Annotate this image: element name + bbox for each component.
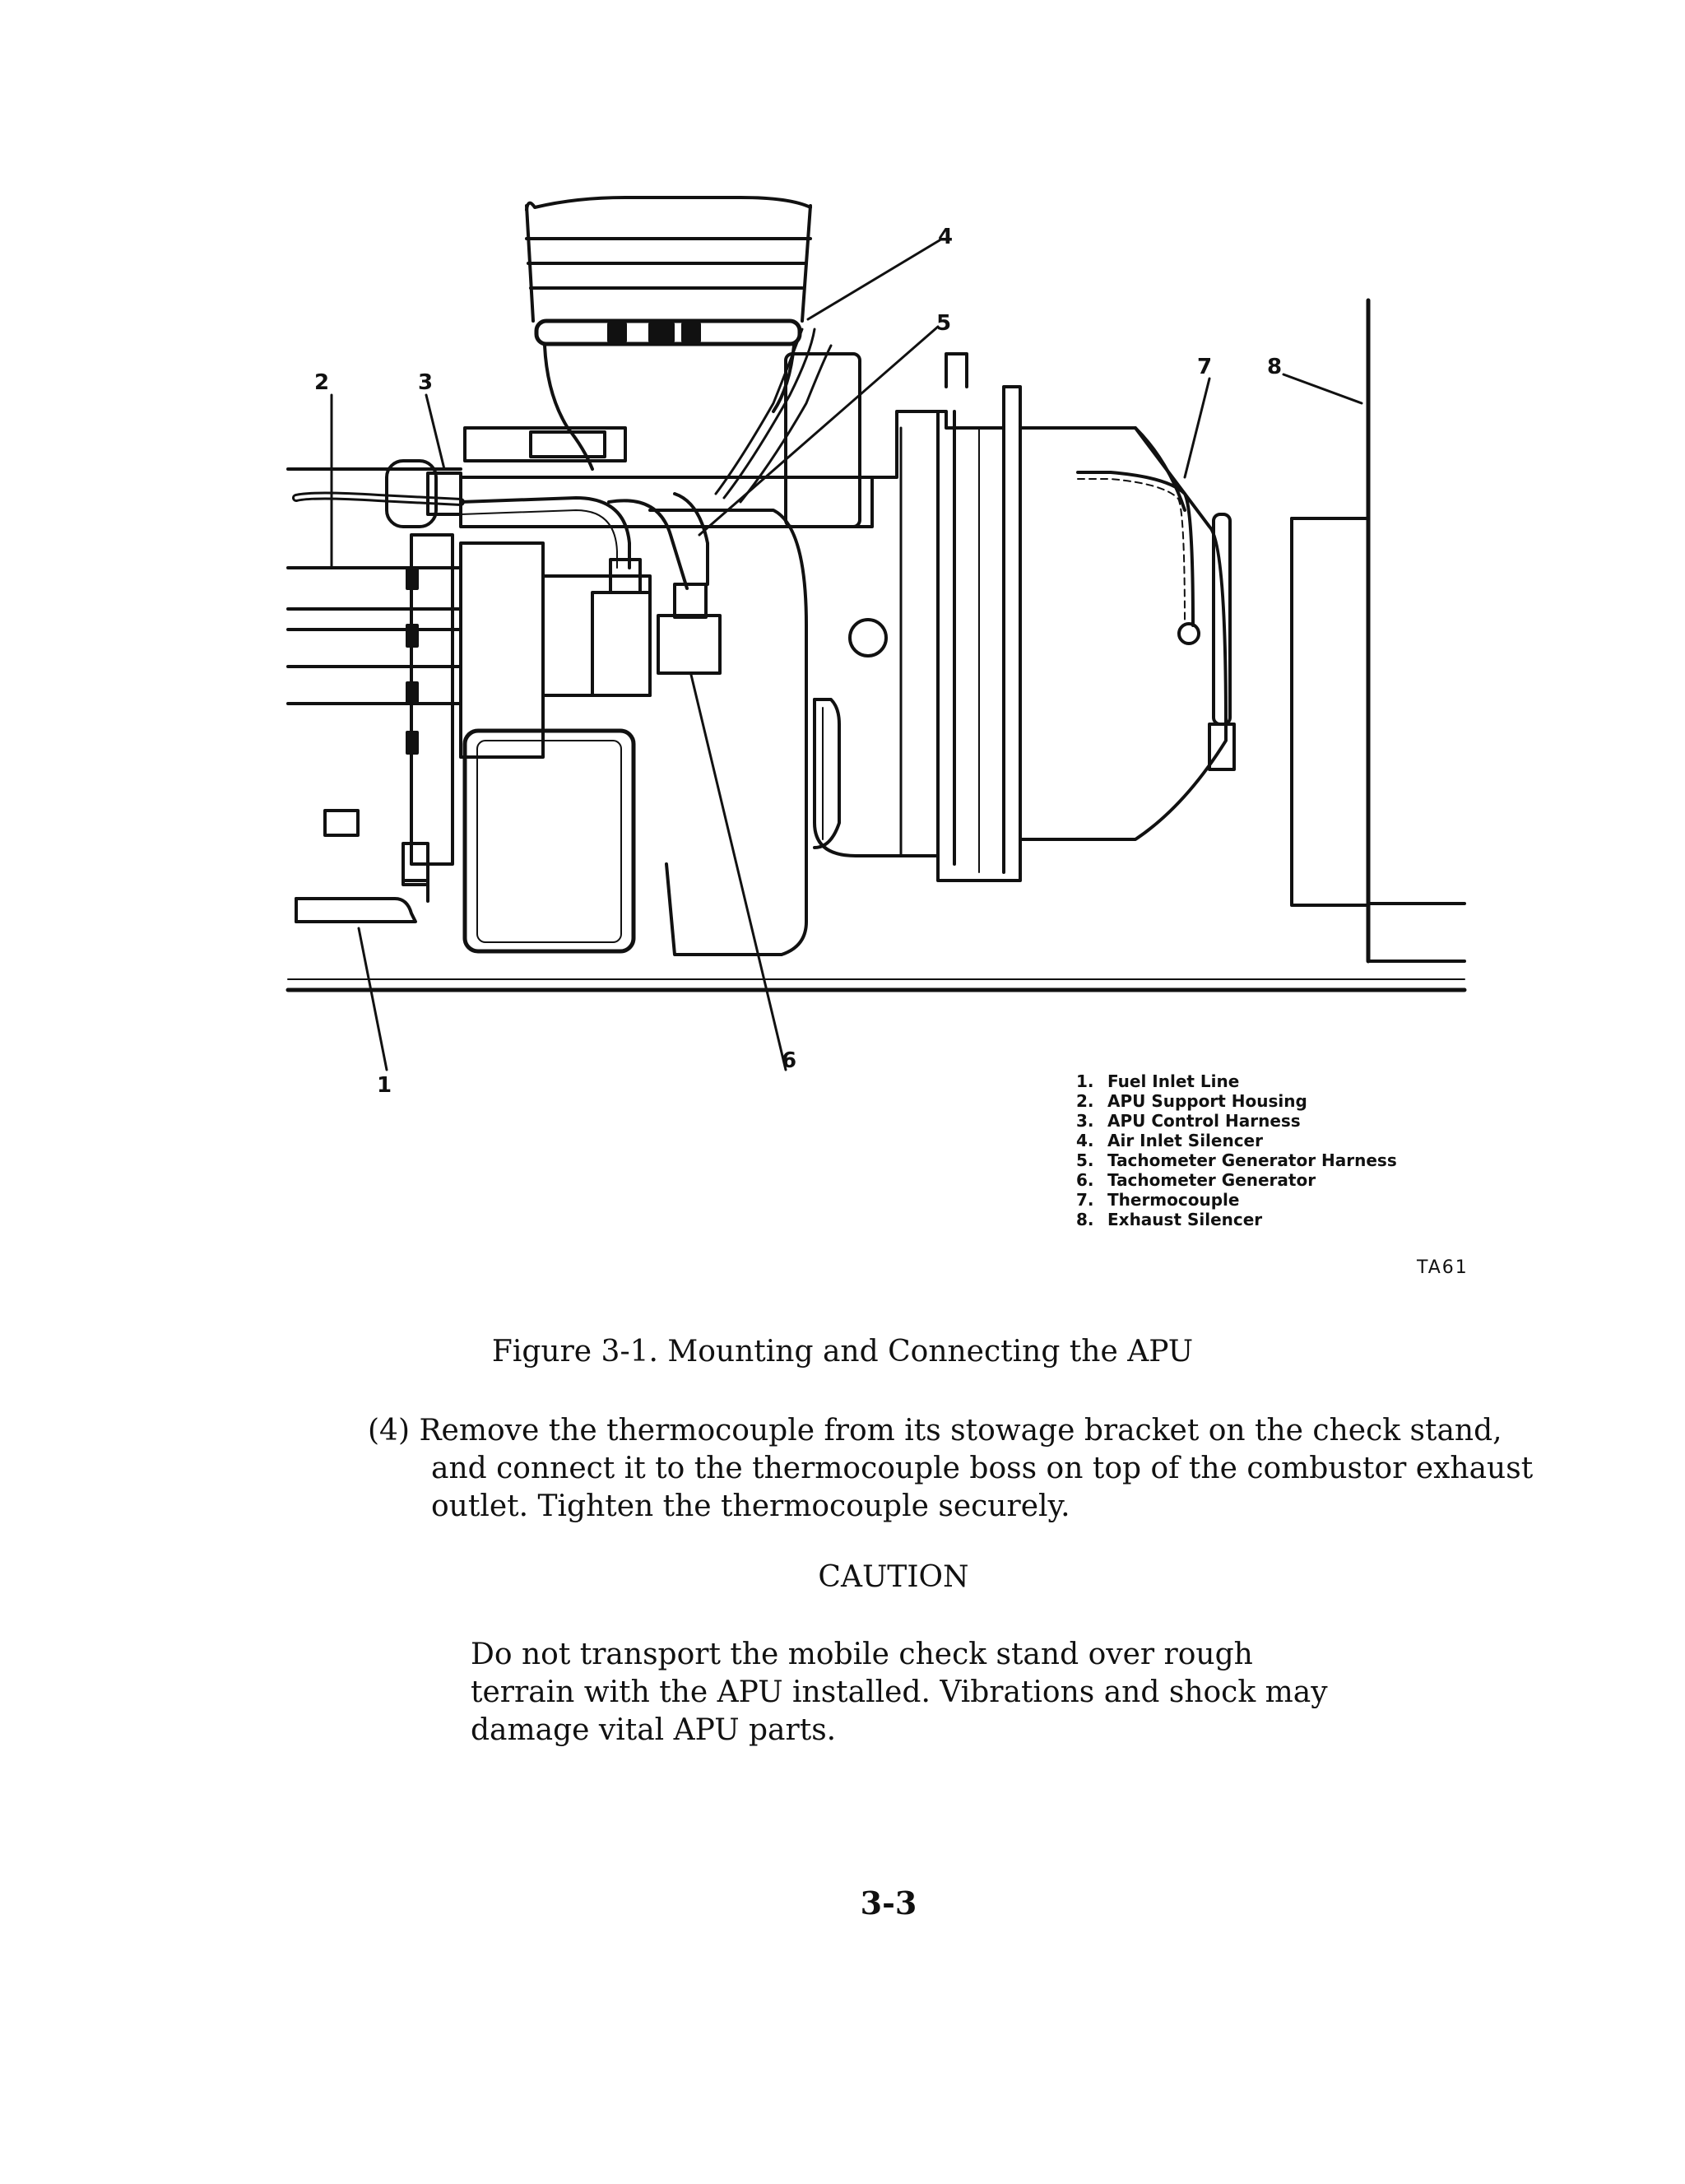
legend-item: 8. Exhaust Silencer [1076,1210,1422,1229]
legend-number: 2. [1076,1091,1094,1111]
legend-label: APU Support Housing [1107,1091,1307,1111]
legend-label: Thermocouple [1107,1190,1240,1210]
legend-number: 6. [1076,1170,1094,1190]
legend-label: Exhaust Silencer [1107,1210,1263,1229]
legend-item: 4. Air Inlet Silencer [1076,1131,1422,1150]
procedure-step: (4) Remove the thermocouple from its sto… [368,1414,1534,1523]
legend-label: Fuel Inlet Line [1107,1071,1240,1091]
figure-code: TA61 [1417,1257,1469,1278]
legend-number: 7. [1076,1190,1094,1210]
page-number: 3-3 [860,1884,917,1921]
legend-number: 8. [1076,1210,1094,1229]
legend-number: 4. [1076,1131,1094,1150]
apu-line-drawing [285,196,1467,1071]
legend-item: 3. APU Control Harness [1076,1111,1422,1131]
callout-5: 5 [936,311,952,336]
figure-caption: Figure 3-1. Mounting and Connecting the … [491,1335,1194,1368]
callout-4: 4 [938,225,954,249]
legend-label: Tachometer Generator [1107,1170,1316,1190]
callout-2: 2 [314,370,330,395]
caution-heading: CAUTION [818,1560,969,1594]
legend-item: 6. Tachometer Generator [1076,1170,1422,1190]
callout-7: 7 [1197,355,1213,379]
legend-item: 7. Thermocouple [1076,1190,1422,1210]
legend-item: 2. APU Support Housing [1076,1091,1422,1111]
legend-number: 3. [1076,1111,1094,1131]
legend-label: Tachometer Generator Harness [1107,1150,1397,1170]
legend-item: 1. Fuel Inlet Line [1076,1071,1422,1091]
legend-item: 5. Tachometer Generator Harness [1076,1150,1422,1170]
callout-1: 1 [377,1073,392,1098]
legend-number: 5. [1076,1150,1094,1170]
legend-label: APU Control Harness [1107,1111,1301,1131]
figure-legend: 1.Fuel Inlet Line 2.APU Support Housing … [1076,1071,1422,1229]
callout-8: 8 [1267,355,1283,379]
legend-number: 1. [1076,1071,1094,1091]
caution-text: Do not transport the mobile check stand … [471,1638,1328,1747]
legend-label: Air Inlet Silencer [1107,1131,1263,1150]
callout-6: 6 [782,1048,797,1073]
callout-3: 3 [418,370,434,395]
apu-figure: 1 2 3 4 5 6 7 8 1. Fuel Inlet Line 2. APU … [285,196,1469,1278]
